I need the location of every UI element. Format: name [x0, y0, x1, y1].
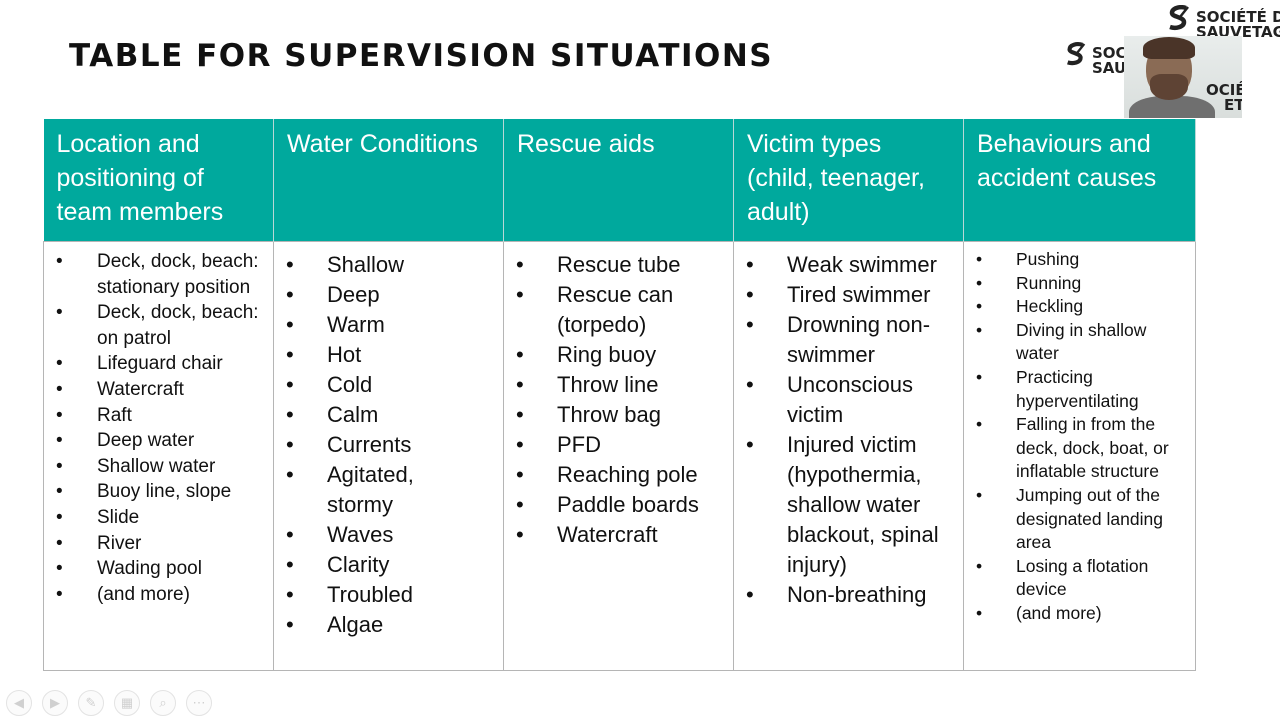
list-item: Throw line [516, 370, 727, 400]
list-item: Pushing [976, 248, 1189, 272]
secondary-logo-line1: SOCIÉTÉ DE [1092, 44, 1126, 62]
brand-logo-line1: SOCIÉTÉ DE [1196, 8, 1280, 26]
header-victim-types: Victim types (child, teenager, adult) [733, 119, 964, 242]
list-item: Ring buoy [516, 340, 727, 370]
victim-types-list: Weak swimmer Tired swimmer Drowning non-… [746, 250, 957, 610]
list-item: Wading pool [56, 556, 267, 582]
presenter-beard [1150, 74, 1188, 100]
list-item: Lifeguard chair [56, 351, 267, 377]
list-item: Non-breathing [746, 580, 957, 610]
location-list: Deck, dock, beach: stationary position D… [56, 249, 267, 607]
webcam-logo-line2: ETAGE [1224, 96, 1242, 114]
list-item: Injured victim (hypothermia, shallow wat… [746, 430, 957, 580]
header-behaviours: Behaviours and accident causes [963, 119, 1196, 242]
lifesaving-logo-icon [1169, 5, 1189, 31]
list-item: Rescue tube [516, 250, 727, 280]
list-item: Rescue can (torpedo) [516, 280, 727, 340]
list-item: Practicing hyperventilating [976, 366, 1189, 413]
list-item: Clarity [286, 550, 497, 580]
water-conditions-list: Shallow Deep Warm Hot Cold Calm Currents… [286, 250, 497, 640]
header-rescue-aids: Rescue aids [503, 119, 734, 242]
list-item: Shallow water [56, 454, 267, 480]
list-item: Troubled [286, 580, 497, 610]
rescue-aids-list: Rescue tube Rescue can (torpedo) Ring bu… [516, 250, 727, 550]
list-item: Unconscious victim [746, 370, 957, 430]
lifesaving-logo-icon [1067, 42, 1086, 66]
cell-water-conditions: Shallow Deep Warm Hot Cold Calm Currents… [273, 241, 504, 671]
list-item: Raft [56, 403, 267, 429]
supervision-table: Location and positioning of team members… [43, 119, 1196, 671]
list-item: Buoy line, slope [56, 479, 267, 505]
presenter-hair [1143, 37, 1195, 59]
next-icon[interactable]: ▶ [42, 690, 68, 716]
webcam-video: OCIÉTÉ DE ETAGE [1124, 36, 1242, 118]
list-item: Losing a flotation device [976, 555, 1189, 602]
cell-victim-types: Weak swimmer Tired swimmer Drowning non-… [733, 241, 964, 671]
list-item: Calm [286, 400, 497, 430]
list-item: Watercraft [516, 520, 727, 550]
list-item: Shallow [286, 250, 497, 280]
slides-icon[interactable]: ▦ [114, 690, 140, 716]
brand-logo-line2: SAUVETAGE [1196, 23, 1280, 41]
cell-rescue-aids: Rescue tube Rescue can (torpedo) Ring bu… [503, 241, 734, 671]
list-item: Tired swimmer [746, 280, 957, 310]
list-item: (and more) [56, 582, 267, 608]
header-water-conditions: Water Conditions [273, 119, 504, 242]
presenter-body [1129, 96, 1215, 118]
list-item: Diving in shallow water [976, 319, 1189, 366]
slide-title: TABLE FOR SUPERVISION SITUATIONS [69, 38, 774, 74]
more-icon[interactable]: ⋯ [186, 690, 212, 716]
behaviours-list: Pushing Running Heckling Diving in shall… [976, 248, 1189, 626]
list-item: Slide [56, 505, 267, 531]
webcam-logo-text: OCIÉTÉ DE ETAGE [1206, 83, 1242, 113]
zoom-icon[interactable]: ⌕ [150, 690, 176, 716]
list-item: Weak swimmer [746, 250, 957, 280]
list-item: Deck, dock, beach: on patrol [56, 300, 267, 351]
list-item: Throw bag [516, 400, 727, 430]
webcam-logo-line1: OCIÉTÉ DE [1206, 81, 1242, 99]
list-item: Heckling [976, 295, 1189, 319]
list-item: (and more) [976, 602, 1189, 626]
list-item: Deep water [56, 428, 267, 454]
list-item: Warm [286, 310, 497, 340]
list-item: Agitated, stormy [286, 460, 497, 520]
header-location: Location and positioning of team members [43, 119, 274, 242]
list-item: Deck, dock, beach: stationary position [56, 249, 267, 300]
list-item: Deep [286, 280, 497, 310]
pen-icon[interactable]: ✎ [78, 690, 104, 716]
list-item: Watercraft [56, 377, 267, 403]
list-item: PFD [516, 430, 727, 460]
list-item: Jumping out of the designated landing ar… [976, 484, 1189, 555]
list-item: Currents [286, 430, 497, 460]
list-item: Algae [286, 610, 497, 640]
secondary-logo: SOCIÉTÉ DE SAUVETAGE [1064, 41, 1126, 77]
content-row: Deck, dock, beach: stationary position D… [43, 241, 1196, 671]
list-item: Hot [286, 340, 497, 370]
list-item: Cold [286, 370, 497, 400]
secondary-logo-line2: SAUVETAGE [1092, 59, 1126, 77]
list-item: Paddle boards [516, 490, 727, 520]
cell-location: Deck, dock, beach: stationary position D… [43, 241, 274, 671]
list-item: Reaching pole [516, 460, 727, 490]
list-item: River [56, 531, 267, 557]
brand-logo: SOCIÉTÉ DE SAUVETAGE [1166, 5, 1280, 41]
list-item: Drowning non-swimmer [746, 310, 957, 370]
header-row: Location and positioning of team members… [43, 119, 1196, 242]
list-item: Running [976, 272, 1189, 296]
cell-behaviours: Pushing Running Heckling Diving in shall… [963, 241, 1196, 671]
list-item: Waves [286, 520, 497, 550]
list-item: Falling in from the deck, dock, boat, or… [976, 413, 1189, 484]
prev-icon[interactable]: ◀ [6, 690, 32, 716]
